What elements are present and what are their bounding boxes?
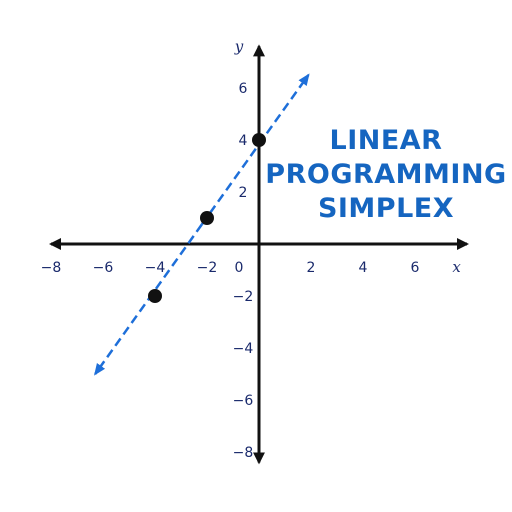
y-tick-label: −2 — [233, 289, 254, 305]
x-tick-label: 0 — [235, 260, 244, 276]
overlay-title-line-2: PROGRAMMING — [265, 159, 507, 190]
series-line-upper — [200, 73, 310, 226]
y-tick-label: −4 — [233, 341, 254, 357]
x-tick-label: −4 — [145, 260, 166, 276]
series-line-lower — [94, 223, 203, 376]
data-point — [252, 133, 266, 147]
y-axis-label: y — [234, 38, 244, 56]
x-axis-label: x — [452, 258, 461, 276]
series-layer — [94, 73, 310, 376]
x-tick-label: 4 — [359, 260, 368, 276]
y-tick-label: −6 — [233, 393, 254, 409]
x-tick-label: −8 — [41, 260, 62, 276]
data-point — [148, 289, 162, 303]
overlay-title: LINEAR PROGRAMMING SIMPLEX — [262, 124, 510, 226]
y-tick-label: 2 — [239, 185, 248, 201]
points-layer — [148, 133, 266, 303]
axes-layer — [49, 44, 469, 465]
overlay-title-line-1: LINEAR — [329, 125, 443, 156]
ticks-layer: −8 −6 −4 −2 0 2 4 6 −8 −6 −4 −2 2 4 6 — [41, 81, 420, 461]
x-tick-label: −2 — [197, 260, 218, 276]
x-tick-label: 2 — [307, 260, 316, 276]
y-tick-label: 6 — [239, 81, 248, 97]
overlay-title-line-3: SIMPLEX — [317, 193, 455, 224]
x-tick-label: −6 — [93, 260, 114, 276]
data-point — [200, 211, 214, 225]
y-tick-label: −8 — [233, 445, 254, 461]
x-tick-label: 6 — [411, 260, 420, 276]
y-tick-label: 4 — [239, 133, 248, 149]
